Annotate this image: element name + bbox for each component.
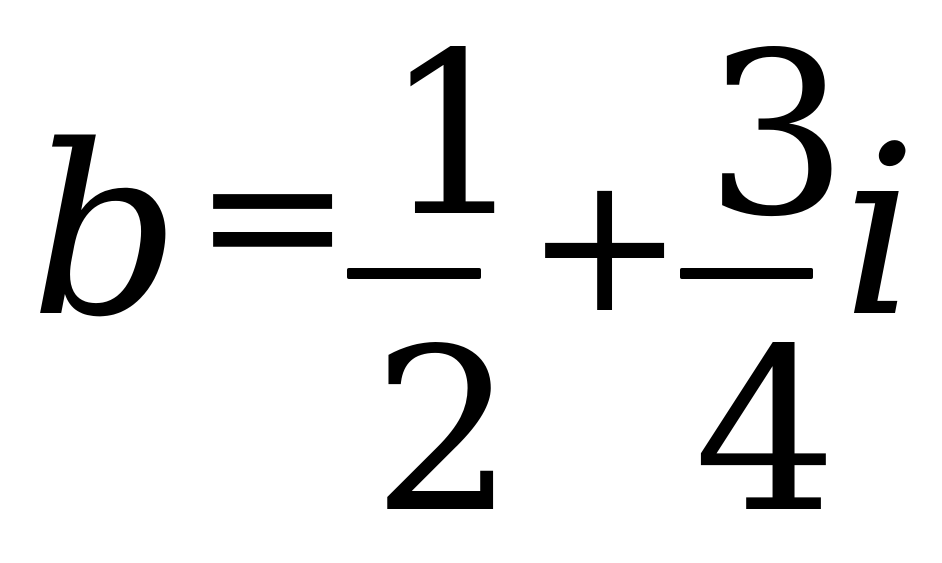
second-fraction-denominator: 4 [694,301,838,563]
first-fraction-numerator: 1 [383,5,527,267]
second-fraction-bar [680,268,813,279]
lhs-variable: b [30,96,181,369]
first-fraction-denominator: 2 [372,301,516,563]
imaginary-unit: i [842,96,918,369]
math-formula: b = 1 2 + 3 4 i [30,5,918,545]
equals-sign: = [193,104,353,325]
second-fraction-numerator: 3 [705,5,849,267]
first-fraction-bar [347,268,481,279]
plus-sign: + [525,134,685,355]
